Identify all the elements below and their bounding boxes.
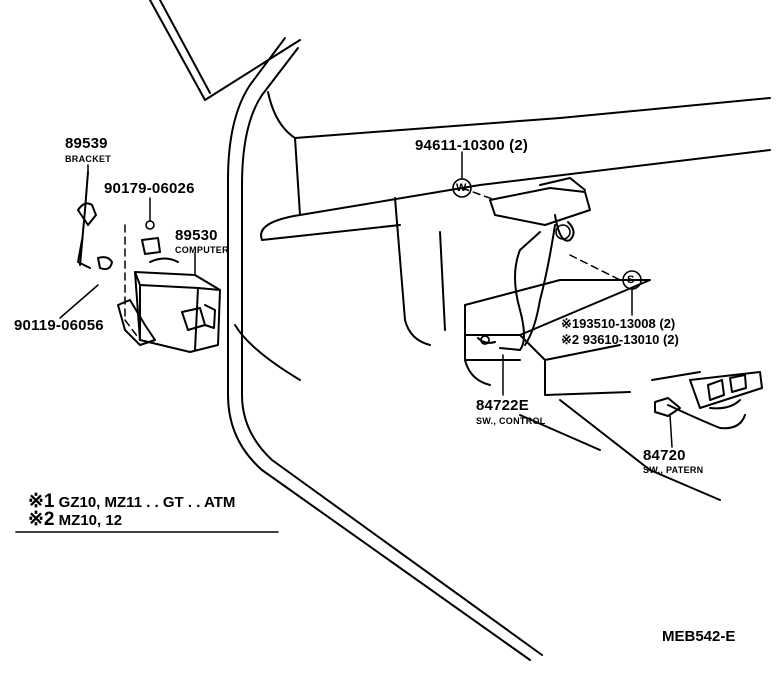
screw-s2-part-number: ※2 93610-13010 (2) [561,332,679,347]
bolt-w-part-number: 94611-10300 (2) [415,137,529,154]
screw-s1-part-number: ※193510-13008 (2) [561,316,676,331]
note-1-text: GZ10, MZ11 . . GT . . ATM [58,494,236,511]
pattern-switch [651,371,763,430]
computer-part-name: COMPUTER [175,245,229,255]
mount-bracket [489,177,591,242]
note-2-mark: ※2 [28,509,55,530]
marker-s-label: S [627,274,635,286]
note-1-mark: ※1 [28,491,55,512]
computer-part-number: 89530 [175,227,218,244]
leader-lines [59,151,673,448]
windshield-pillar-panel [149,0,301,101]
figure-code: MEB542-E [662,628,736,645]
bracket-part-number: 89539 [65,135,108,152]
bracket-89539 [77,171,113,271]
note-2: ※2 MZ10, 12 [28,509,123,530]
screw-top-part-number: 90179-06026 [104,180,195,197]
note-2-text: MZ10, 12 [58,512,123,529]
dash-panel [260,91,771,346]
pattern-switch-part-name: SW., PATERN [643,465,704,475]
control-switch-part-number: 84722E [476,397,529,414]
assembly-lines [124,187,621,341]
marker-w-label: W [456,182,467,194]
body-outline [227,37,543,661]
bracket-part-name: BRACKET [65,154,112,164]
control-switch-part-name: SW., CONTROL [476,416,546,426]
control-switch [477,224,556,351]
screw-left-part-number: 90119-06056 [14,317,104,334]
pattern-switch-part-number: 84720 [643,447,686,464]
note-1: ※1 GZ10, MZ11 . . GT . . ATM [28,491,236,512]
computer-89530 [117,220,221,353]
